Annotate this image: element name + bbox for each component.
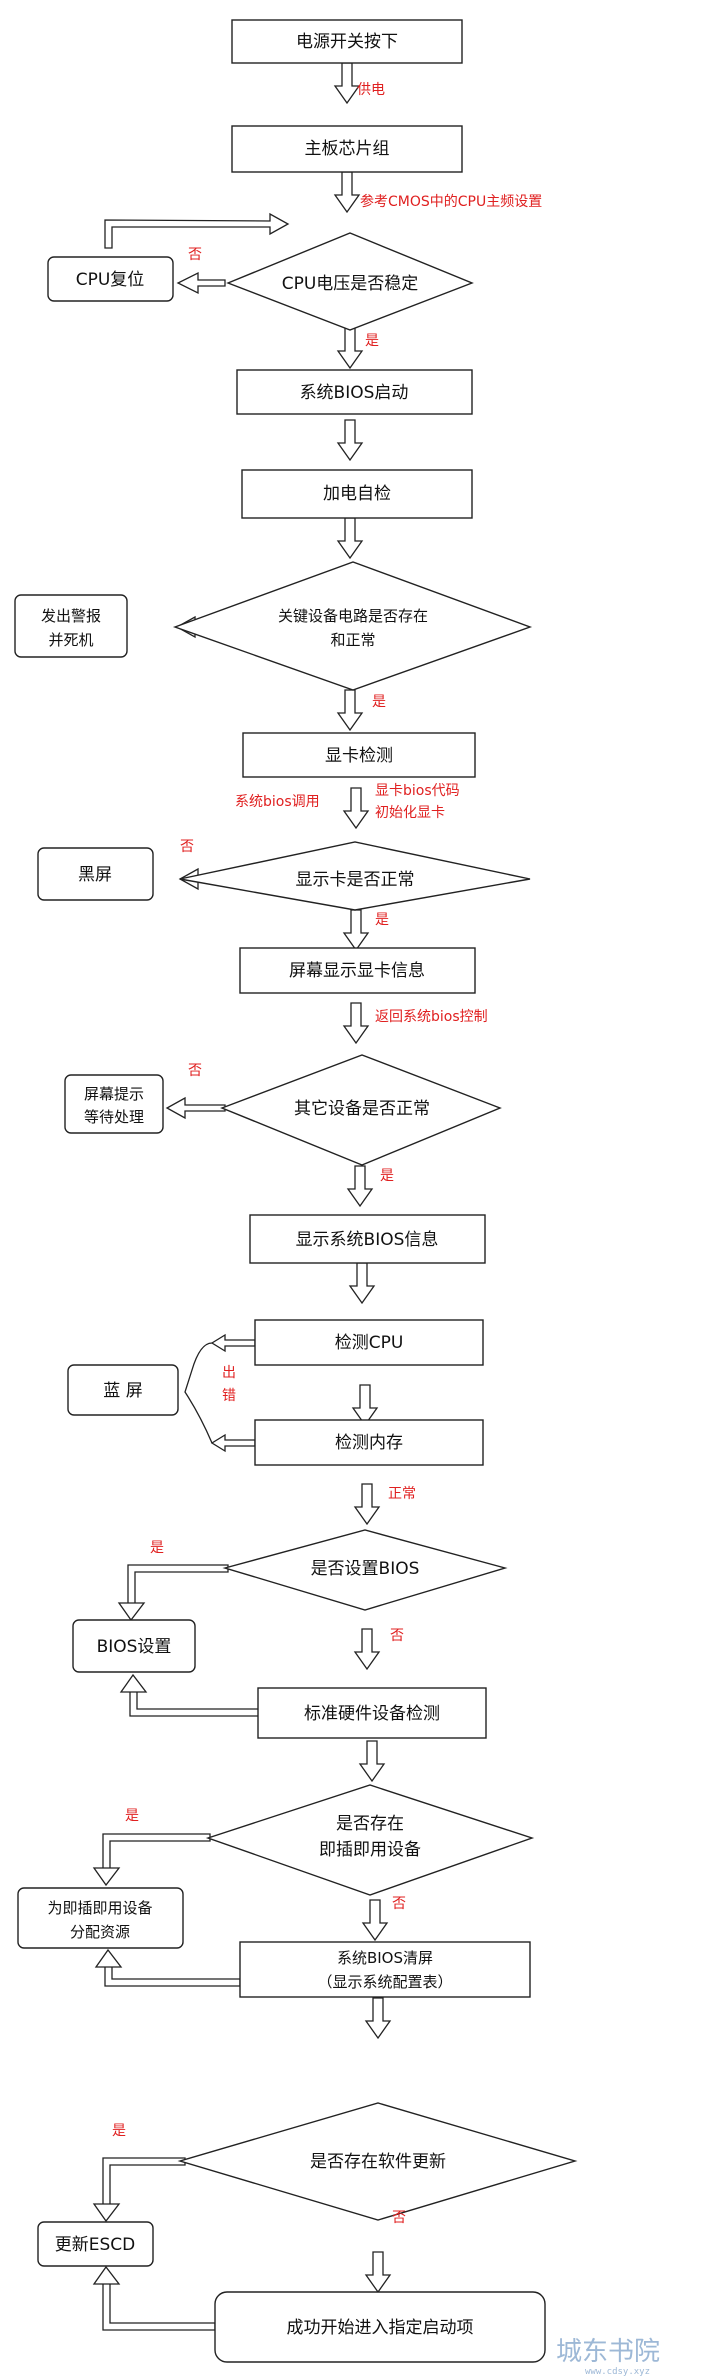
node-update-escd: 更新ESCD	[37, 2221, 154, 2267]
node-set-bios-q: 是否设置BIOS	[222, 1529, 508, 1611]
node-check-cpu: 检测CPU	[254, 1319, 484, 1366]
svg-text:显示系统BIOS信息: 显示系统BIOS信息	[296, 1230, 439, 1250]
svg-text:加电自检: 加电自检	[323, 484, 391, 504]
watermark: 城东书院 www.cdsy.xyz	[556, 2337, 660, 2377]
blue-screen-brace	[184, 1342, 213, 1444]
svg-text:否: 否	[180, 839, 194, 855]
svg-text:（显示系统配置表）: （显示系统配置表）	[317, 1973, 452, 1991]
svg-text:是否存在软件更新: 是否存在软件更新	[310, 2152, 446, 2172]
node-boot: 成功开始进入指定启动项	[214, 2291, 546, 2363]
svg-text:标准硬件设备检测: 标准硬件设备检测	[304, 1704, 440, 1724]
node-gpu-check: 显卡检测	[242, 732, 476, 778]
svg-text:检测内存: 检测内存	[335, 1433, 403, 1453]
svg-text:系统BIOS启动: 系统BIOS启动	[300, 383, 409, 403]
svg-text:即插即用设备: 即插即用设备	[319, 1840, 421, 1860]
svg-text:是: 是	[375, 912, 389, 928]
svg-text:发出警报: 发出警报	[41, 607, 101, 625]
node-key-circuit: 关键设备电路是否存在 和正常	[172, 561, 533, 691]
svg-text:否: 否	[392, 1896, 406, 1912]
svg-text:是: 是	[125, 1808, 139, 1824]
node-clear-screen: 系统BIOS清屏 （显示系统配置表）	[239, 1941, 531, 1998]
node-bios-start: 系统BIOS启动	[236, 369, 473, 415]
node-gpu-ok: 显示卡是否正常	[179, 841, 531, 911]
svg-text:检测CPU: 检测CPU	[335, 1333, 404, 1353]
svg-text:并死机: 并死机	[48, 631, 93, 649]
svg-text:其它设备是否正常: 其它设备是否正常	[294, 1099, 430, 1119]
node-pnp-q: 是否存在 即插即用设备	[205, 1784, 535, 1896]
svg-text:等待处理: 等待处理	[84, 1108, 144, 1126]
svg-text:显示卡是否正常: 显示卡是否正常	[296, 870, 415, 890]
node-show-bios-info: 显示系统BIOS信息	[249, 1214, 486, 1264]
svg-text:返回系统bios控制: 返回系统bios控制	[375, 1009, 488, 1025]
svg-text:否: 否	[392, 2210, 406, 2226]
svg-text:关键设备电路是否存在: 关键设备电路是否存在	[278, 607, 428, 625]
svg-text:和正常: 和正常	[330, 631, 375, 649]
node-hw-check: 标准硬件设备检测	[257, 1687, 487, 1739]
svg-text:参考CMOS中的CPU主频设置: 参考CMOS中的CPU主频设置	[360, 193, 542, 210]
node-cpu-voltage: CPU电压是否稳定	[226, 232, 474, 331]
svg-text:成功开始进入指定启动项: 成功开始进入指定启动项	[287, 2318, 474, 2338]
node-alloc: 为即插即用设备 分配资源	[17, 1887, 184, 1949]
svg-text:否: 否	[188, 247, 202, 263]
svg-text:显卡bios代码: 显卡bios代码	[375, 783, 460, 799]
svg-text:错: 错	[222, 1388, 236, 1404]
node-alarm: 发出警报 并死机	[14, 594, 128, 658]
svg-text:系统bios调用: 系统bios调用	[235, 794, 320, 810]
node-bios-setup: BIOS设置	[72, 1619, 196, 1673]
svg-text:黑屏: 黑屏	[78, 865, 112, 885]
node-chipset: 主板芯片组	[231, 125, 463, 173]
svg-text:BIOS设置: BIOS设置	[97, 1637, 172, 1657]
node-other-ok: 其它设备是否正常	[220, 1054, 502, 1166]
svg-text:www.cdsy.xyz: www.cdsy.xyz	[585, 2367, 650, 2377]
node-check-mem: 检测内存	[254, 1419, 484, 1466]
node-cpu-reset: CPU复位	[47, 256, 174, 302]
svg-text:否: 否	[390, 1628, 404, 1644]
svg-text:供电: 供电	[357, 82, 385, 98]
annotations: 供电 参考CMOS中的CPU主频设置 否 是 是 显卡bios代码 初始化显卡 …	[112, 82, 542, 2226]
node-black-screen: 黑屏	[37, 847, 154, 901]
svg-text:是: 是	[112, 2123, 126, 2139]
svg-text:屏幕显示显卡信息: 屏幕显示显卡信息	[289, 961, 425, 981]
svg-text:CPU复位: CPU复位	[76, 270, 145, 290]
svg-text:主板芯片组: 主板芯片组	[305, 139, 390, 159]
svg-text:更新ESCD: 更新ESCD	[55, 2235, 136, 2255]
node-power-on: 电源开关按下	[231, 19, 463, 64]
node-post: 加电自检	[241, 469, 473, 519]
node-prompt: 屏幕提示 等待处理	[64, 1074, 164, 1134]
svg-text:是: 是	[372, 694, 386, 710]
svg-text:是否存在: 是否存在	[336, 1814, 404, 1834]
svg-text:是: 是	[380, 1168, 394, 1184]
svg-text:否: 否	[188, 1063, 202, 1079]
svg-text:电源开关按下: 电源开关按下	[296, 32, 398, 52]
svg-text:是: 是	[365, 333, 379, 349]
node-blue-screen: 蓝 屏	[67, 1364, 179, 1416]
svg-text:初始化显卡: 初始化显卡	[375, 804, 445, 821]
side-connectors	[92, 212, 290, 2331]
svg-text:是否设置BIOS: 是否设置BIOS	[311, 1559, 420, 1579]
svg-text:是: 是	[150, 1540, 164, 1556]
svg-text:正常: 正常	[388, 1486, 416, 1502]
svg-text:CPU电压是否稳定: CPU电压是否稳定	[282, 274, 419, 294]
svg-text:蓝 屏: 蓝 屏	[103, 1381, 142, 1401]
svg-text:系统BIOS清屏: 系统BIOS清屏	[337, 1949, 433, 1967]
svg-text:屏幕提示: 屏幕提示	[84, 1085, 144, 1103]
svg-text:分配资源: 分配资源	[70, 1923, 130, 1941]
svg-text:出: 出	[222, 1365, 236, 1381]
node-show-gpu-info: 屏幕显示显卡信息	[239, 947, 476, 994]
svg-text:显卡检测: 显卡检测	[325, 746, 393, 766]
node-sw-update-q: 是否存在软件更新	[177, 2102, 578, 2221]
svg-text:为即插即用设备: 为即插即用设备	[47, 1899, 152, 1917]
svg-text:城东书院: 城东书院	[556, 2337, 660, 2367]
